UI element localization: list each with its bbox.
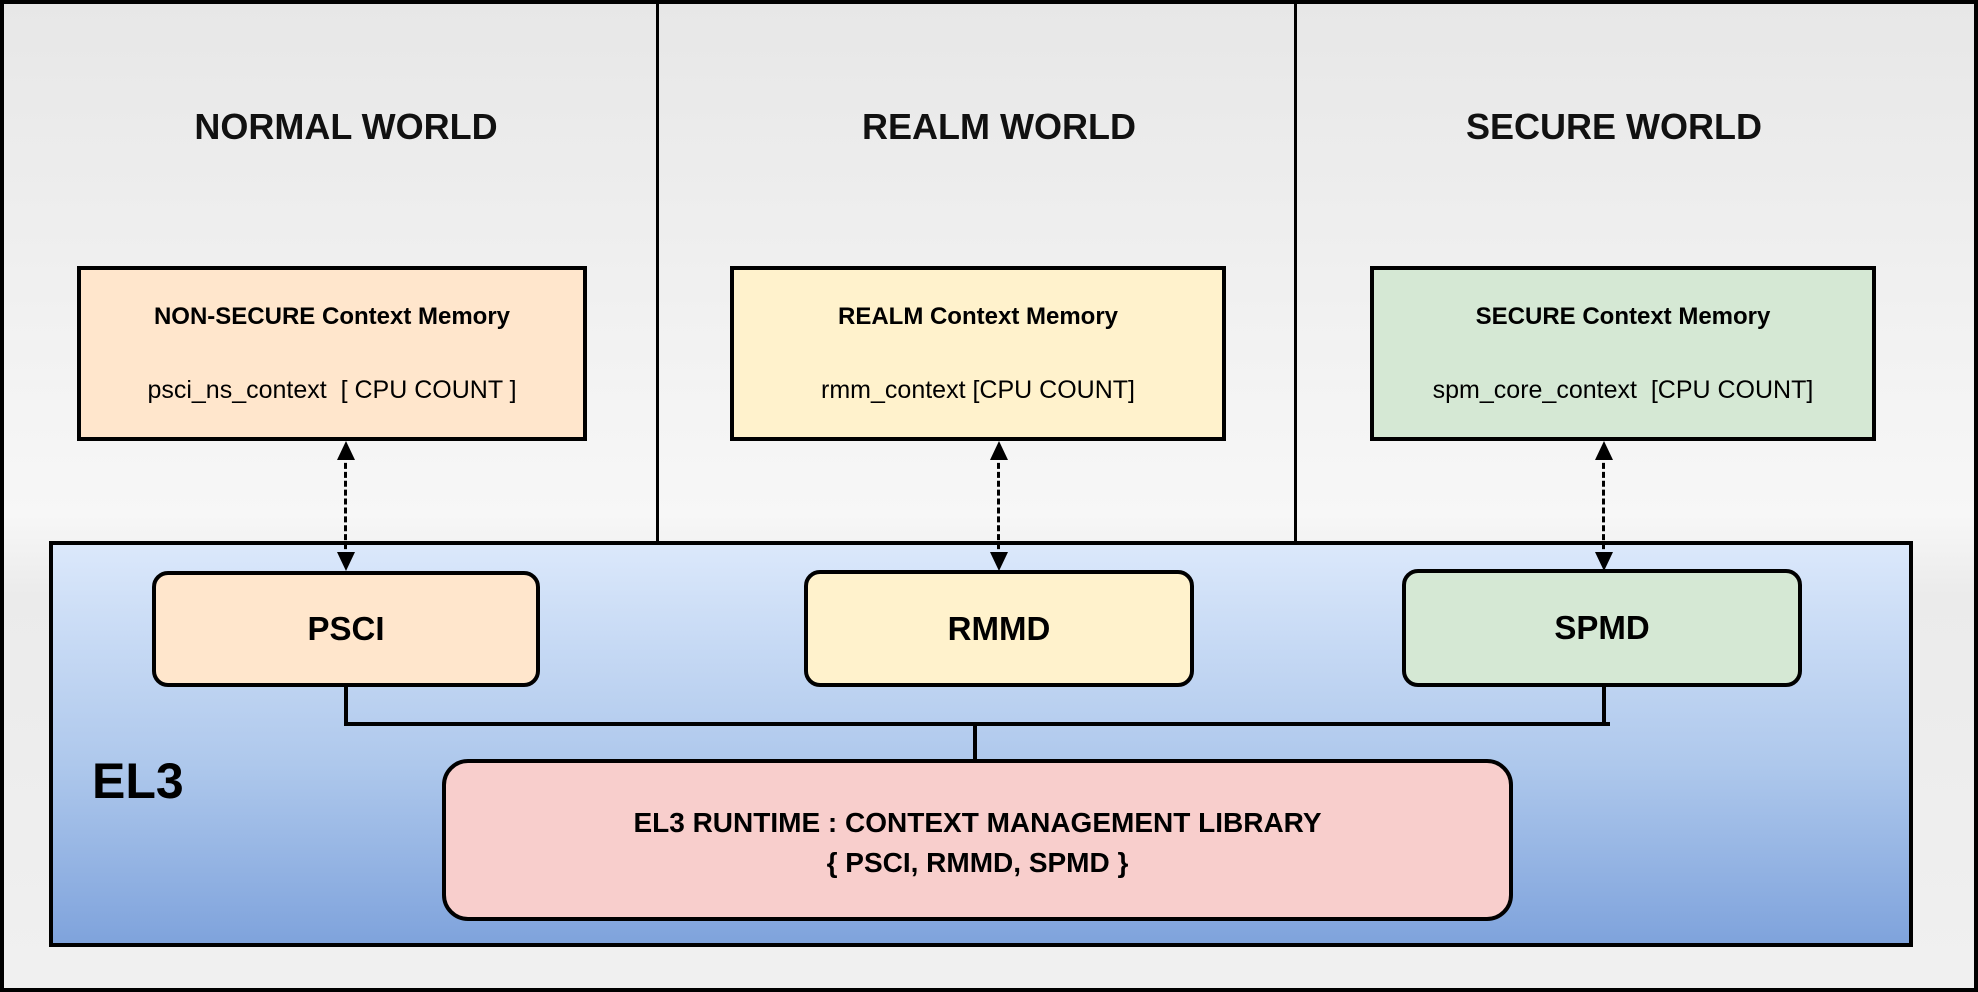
dispatcher-bus-line <box>344 722 1610 726</box>
realm-context-memory-box: REALM Context Memory rmm_context [CPU CO… <box>730 266 1226 441</box>
arrow-head-up-icon <box>337 441 355 460</box>
spmd-box: SPMD <box>1402 569 1802 687</box>
realm-rmmd-dashed-arrow <box>990 441 1008 571</box>
secure-world-title: SECURE WORLD <box>1466 106 1762 147</box>
spmd-label: SPMD <box>1554 609 1650 646</box>
arrow-head-down-icon <box>337 552 355 571</box>
arrow-head-up-icon <box>990 441 1008 460</box>
secure-spmd-dashed-arrow <box>1595 441 1613 571</box>
arrow-head-down-icon <box>990 552 1008 571</box>
dashed-shaft <box>1602 454 1605 558</box>
realm-world-title: REALM WORLD <box>862 106 1136 147</box>
arrow-head-down-icon <box>1595 552 1613 571</box>
realm-context-memory-title: REALM Context Memory <box>837 302 1119 330</box>
el3-runtime-library-title: EL3 RUNTIME : CONTEXT MANAGEMENT LIBRARY <box>633 807 1322 838</box>
rmmd-label: RMMD <box>947 609 1051 647</box>
el3-runtime-library-box: EL3 RUNTIME : CONTEXT MANAGEMENT LIBRARY… <box>442 759 1513 921</box>
psci-bus-connector <box>344 685 348 726</box>
rmmd-box: RMMD <box>804 570 1194 687</box>
non-secure-context-memory-title: NON-SECURE Context Memory <box>153 302 511 330</box>
secure-context-memory-box: SECURE Context Memory spm_core_context [… <box>1370 266 1876 441</box>
non-secure-psci-dashed-arrow <box>337 441 355 571</box>
psci-label: PSCI <box>307 610 385 647</box>
dashed-shaft <box>344 454 347 558</box>
dashed-shaft <box>997 454 1000 558</box>
el3-runtime-library-members: { PSCI, RMMD, SPMD } <box>826 847 1129 878</box>
realm-context-memory-array: rmm_context [CPU COUNT] <box>821 375 1135 404</box>
psci-box: PSCI <box>152 571 540 687</box>
non-secure-context-memory-box: NON-SECURE Context Memory psci_ns_contex… <box>77 266 587 441</box>
spmd-bus-connector <box>1602 685 1606 726</box>
normal-world-title: NORMAL WORLD <box>194 106 498 147</box>
world-divider-realm-secure <box>1294 4 1297 541</box>
arrow-head-up-icon <box>1595 441 1613 460</box>
secure-context-memory-title: SECURE Context Memory <box>1475 302 1771 330</box>
el3-label: EL3 <box>92 753 184 809</box>
non-secure-context-memory-array: psci_ns_context [ CPU COUNT ] <box>147 375 517 404</box>
secure-context-memory-array: spm_core_context [CPU COUNT] <box>1432 375 1814 404</box>
world-divider-normal-realm <box>656 4 659 541</box>
bus-runtime-connector <box>973 724 977 761</box>
